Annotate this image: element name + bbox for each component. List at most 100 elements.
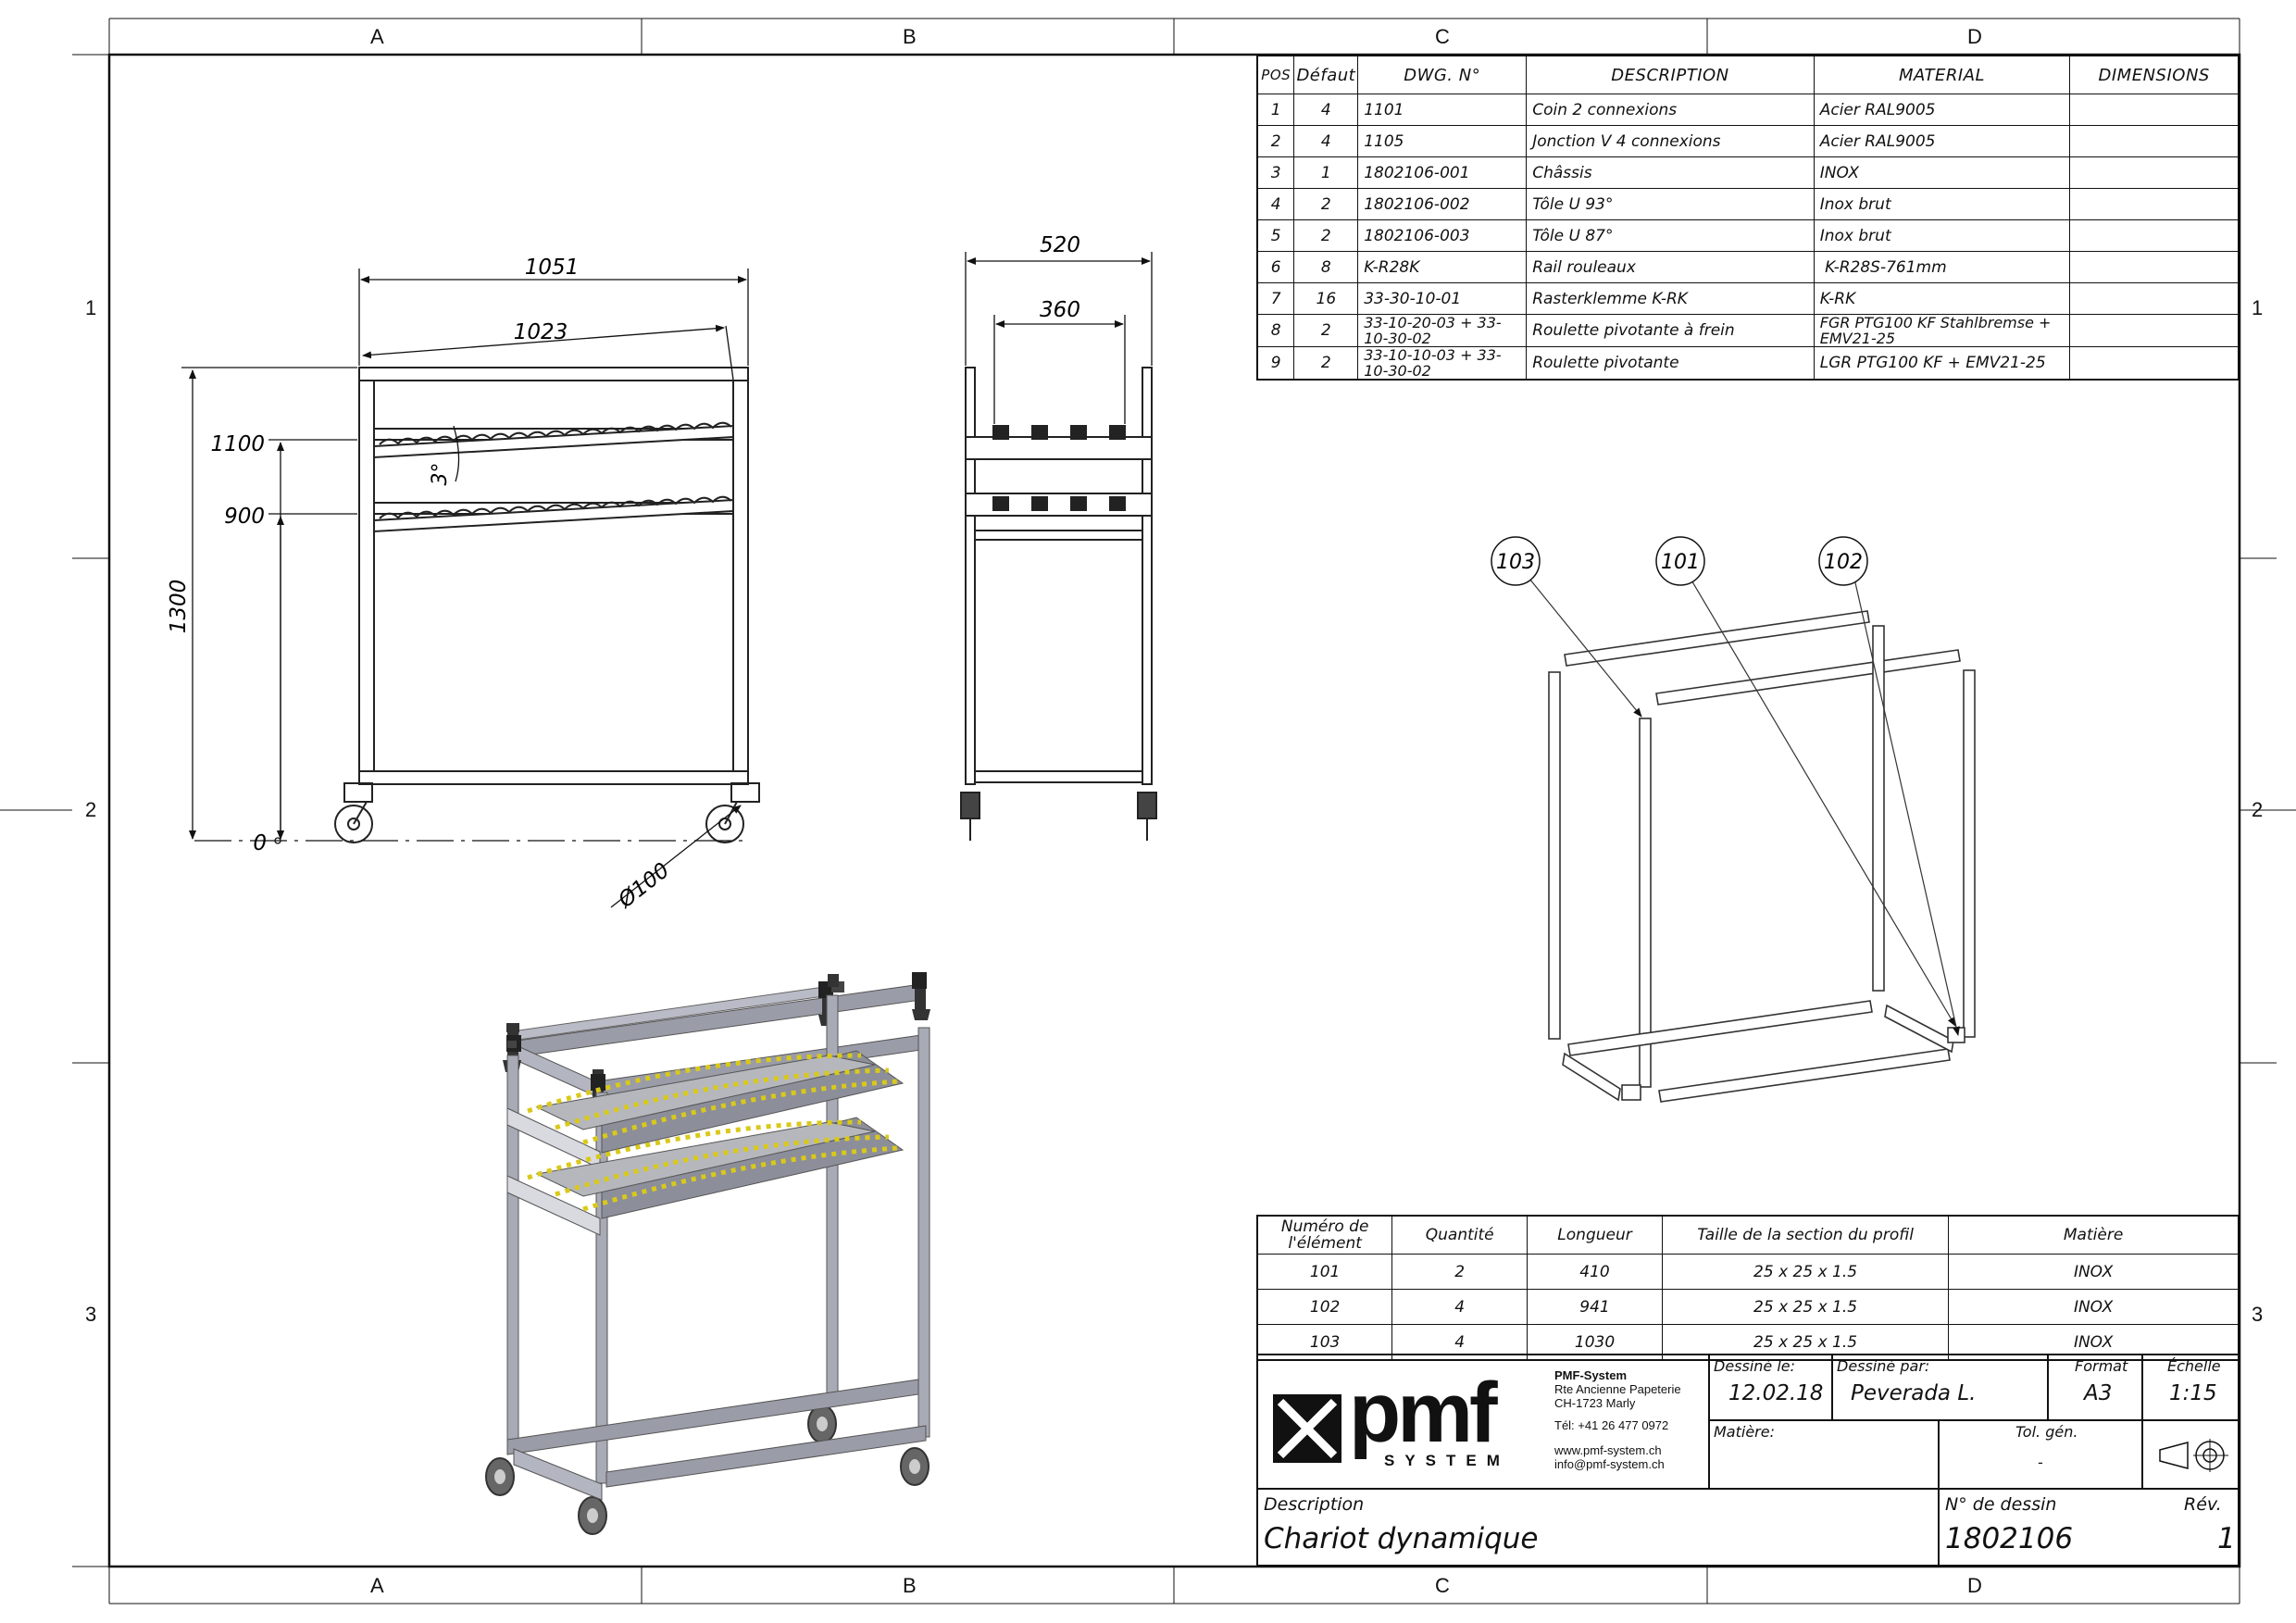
material-label: Matière:	[1714, 1423, 1775, 1441]
bom-header-dwg: DWG. N°	[1357, 55, 1528, 94]
bom-cell: 8	[1293, 251, 1359, 283]
bom-cell: FGR PTG100 KF Stahlbremse + EMV21-25	[1813, 314, 2071, 347]
zone-label-top-d: D	[1967, 25, 1982, 48]
bom-header-description: DESCRIPTION	[1526, 55, 1815, 94]
title-block: pmf SYSTEM PMF-System Rte Ancienne Papet…	[1256, 1354, 2240, 1567]
bom-cell: 33-10-20-03 + 33-10-30-02	[1357, 314, 1528, 347]
tolerance-label: Tol. gén.	[2015, 1423, 2078, 1441]
bom-header-dimensions: DIMENSIONS	[2069, 55, 2240, 94]
balloon-101: 101	[1655, 536, 1705, 586]
tolerance-value: -	[2038, 1454, 2043, 1471]
bom-cell: INOX	[1813, 156, 2071, 189]
bom-cell: 1802106-002	[1357, 188, 1528, 220]
description-value: Chariot dynamique	[1264, 1522, 1539, 1555]
drawn-on-label: Dessiné le:	[1714, 1357, 1796, 1375]
bom-cell: 33-10-10-03 + 33-10-30-02	[1357, 346, 1528, 381]
description-cell	[1258, 1489, 1939, 1567]
zone-label-bottom-d: D	[1967, 1574, 1982, 1597]
scale-value: 1:15	[2169, 1381, 2217, 1405]
zone-label-right-3: 3	[2252, 1303, 2264, 1326]
dim-inner-width: 1023	[514, 320, 568, 344]
cutlist-header-section: Taille de la section du profil	[1661, 1215, 1950, 1255]
zone-label-right-1: 1	[2252, 296, 2264, 319]
balloon-leaders	[1529, 578, 1960, 1036]
dim-side-inner: 360	[1040, 298, 1080, 322]
drawn-by-value: Peverada L.	[1851, 1381, 1977, 1405]
bom-cell	[2069, 346, 2240, 381]
cutlist-cell: 4	[1391, 1289, 1529, 1325]
exploded-frame-view	[1548, 610, 1976, 1103]
bom-cell: 4	[1256, 188, 1295, 220]
zone-label-top-a: A	[370, 25, 384, 48]
bom-cell	[2069, 94, 2240, 126]
bom-cell: 1	[1293, 156, 1359, 189]
bom-cell: 1802106-003	[1357, 219, 1528, 252]
zone-label-top-c: C	[1435, 25, 1450, 48]
bom-cell: 16	[1293, 282, 1359, 315]
description-label: Description	[1264, 1494, 1365, 1515]
bom-cell	[2069, 156, 2240, 189]
cutlist-header-material: Matière	[1948, 1215, 2240, 1255]
bom-cell: 2	[1293, 188, 1359, 220]
cutlist-cell: 25 x 25 x 1.5	[1661, 1289, 1950, 1325]
bom-cell: 8	[1256, 314, 1295, 347]
company-address-line-1: Rte Ancienne Papeterie	[1554, 1382, 1681, 1396]
bom-cell: Coin 2 connexions	[1526, 94, 1815, 126]
bom-cell: 1101	[1357, 94, 1528, 126]
zone-label-bottom-b: B	[903, 1574, 917, 1597]
bom-cell: 9	[1256, 346, 1295, 381]
logo-cross-icon	[1273, 1394, 1341, 1463]
bom-cell	[2069, 219, 2240, 252]
zone-label-left-3: 3	[85, 1303, 97, 1326]
dim-level-zero: 0	[253, 831, 267, 855]
front-view	[334, 367, 760, 843]
bom-cell: Tôle U 87°	[1526, 219, 1815, 252]
cutlist-cell: INOX	[1948, 1289, 2240, 1325]
cutlist-header-row: Numéro de l'élément Quantité Longueur Ta…	[1256, 1215, 2240, 1255]
format-value: A3	[2084, 1381, 2113, 1405]
bom-cell: Acier RAL9005	[1813, 125, 2071, 157]
isometric-cart-render	[485, 972, 930, 1535]
company-web: www.pmf-system.ch	[1554, 1443, 1662, 1457]
revision-value: 1	[2217, 1522, 2236, 1555]
bom-cell: Tôle U 93°	[1526, 188, 1815, 220]
bom-cell: 1105	[1357, 125, 1528, 157]
dim-side-overall: 520	[1040, 233, 1080, 257]
bom-header-material: MATERIAL	[1813, 55, 2071, 94]
company-email: info@pmf-system.ch	[1554, 1457, 1665, 1471]
bom-cell	[2069, 314, 2240, 347]
scale-label: Échelle	[2167, 1357, 2221, 1375]
dim-overall-width: 1051	[525, 256, 580, 280]
bom-cell	[2069, 251, 2240, 283]
zone-label-left-2: 2	[85, 798, 97, 821]
zone-label-bottom-c: C	[1435, 1574, 1450, 1597]
format-cell	[2048, 1355, 2142, 1420]
pmf-logo: pmf SYSTEM	[1273, 1370, 1547, 1474]
bom-header-default: Défaut	[1293, 55, 1359, 94]
bom-cell: K-R28K	[1357, 251, 1528, 283]
dim-level-top: 1100	[210, 432, 265, 456]
drawing-number-cell	[1939, 1489, 2240, 1567]
balloon-103: 103	[1491, 536, 1541, 586]
bom-cell: K-R28S-761mm	[1813, 251, 2071, 283]
zone-label-bottom-a: A	[370, 1574, 384, 1597]
logo-text: pmf	[1349, 1366, 1498, 1460]
bom-cell: 33-30-10-01	[1357, 282, 1528, 315]
bom-cell: Inox brut	[1813, 188, 2071, 220]
bom-cell: 4	[1293, 94, 1359, 126]
cutlist-cell: INOX	[1948, 1254, 2240, 1290]
bill-of-materials-table: POS Défaut DWG. N° DESCRIPTION MATERIAL …	[1256, 55, 2240, 381]
cutlist-cell: 410	[1527, 1254, 1663, 1290]
drawn-by-label: Dessiné par:	[1837, 1357, 1930, 1375]
format-label: Format	[2075, 1357, 2128, 1375]
bom-cell	[2069, 282, 2240, 315]
bom-cell: 2	[1293, 219, 1359, 252]
bom-cell: 4	[1293, 125, 1359, 157]
bom-cell	[2069, 125, 2240, 157]
svg-text:101: 101	[1661, 551, 1700, 574]
